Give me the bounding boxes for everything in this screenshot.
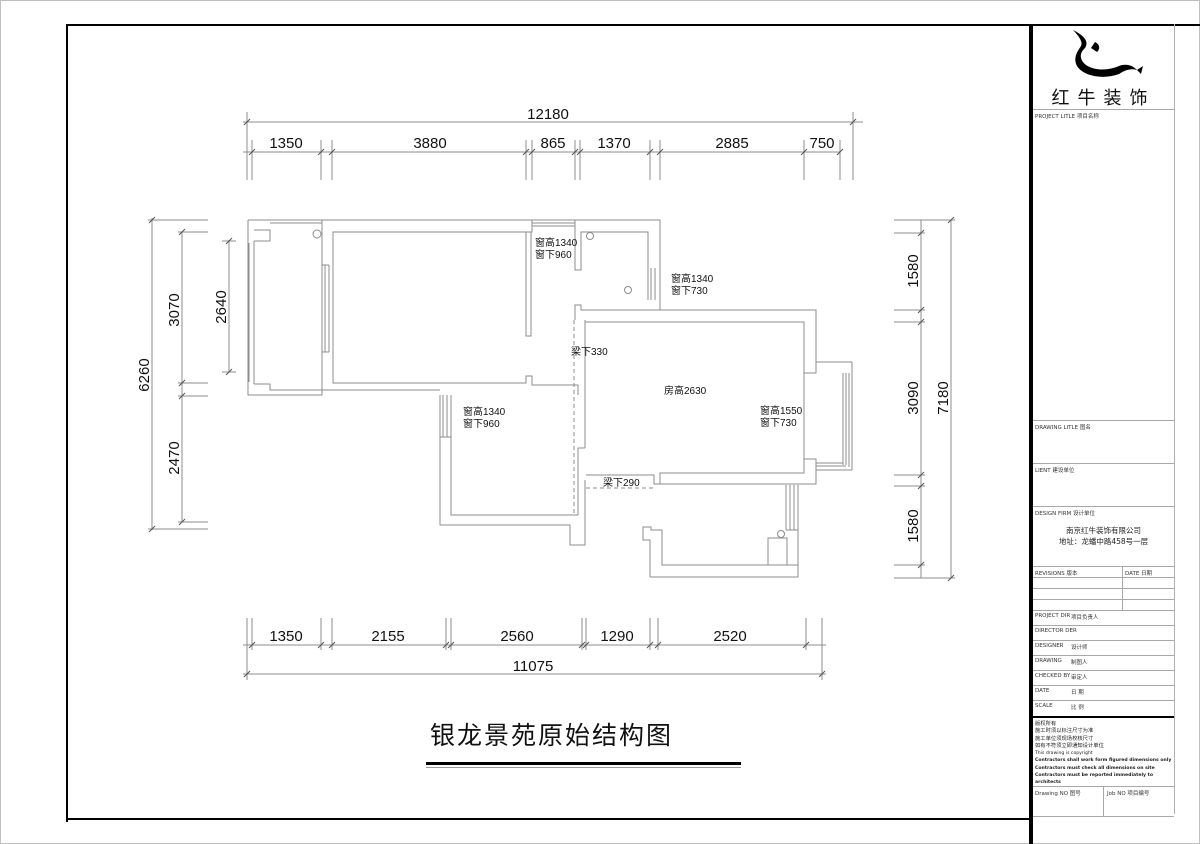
dim-bottom-1: 1350	[269, 628, 302, 645]
designer-value: 设计师	[1071, 645, 1088, 651]
drawing-value: 制图人	[1071, 660, 1088, 666]
copyright-line: Contractors must be reported immediately…	[1035, 773, 1153, 786]
dim-top-2: 3880	[413, 135, 446, 152]
title-block-right-border	[1174, 24, 1175, 814]
copyright-notice: 版权所有 施工时须以标注尺寸为准 施工单位须现场校核尺寸 如有不符须立即通知设计…	[1033, 718, 1174, 786]
dim-top-3: 865	[540, 135, 565, 152]
dim-bottom-3: 2560	[500, 628, 533, 645]
scale-label: SCALE	[1035, 703, 1053, 709]
copyright-line: 施工单位须现场校核尺寸	[1035, 735, 1094, 742]
firm-address: 地址：龙蟠中路458号一层	[1058, 537, 1149, 546]
floor-plan: 12180 1350 3880 865 1370 2885 750 1350 2…	[136, 106, 955, 680]
dim-right-total: 7180	[935, 381, 952, 414]
company-logo: 红牛装饰	[1033, 26, 1174, 109]
scale-row: SCALE 比 例	[1033, 700, 1174, 716]
project-title-row: PROJECT LITLE 项目名称	[1033, 109, 1174, 428]
window-4-sill-label: 窗下730	[760, 416, 797, 429]
client-label: LIENT 建设单位	[1035, 468, 1075, 474]
revision-divider	[1122, 566, 1123, 610]
title-underline-thin	[426, 767, 741, 768]
title-block-bottom	[1033, 816, 1174, 817]
director-row: DIRECTOR DER	[1033, 625, 1174, 641]
title-block: 红牛装饰 PROJECT LITLE 项目名称 DRAWING LITLE 图名…	[1033, 26, 1174, 817]
director-label: DIRECTOR DER	[1035, 628, 1077, 634]
dim-top-6: 750	[809, 135, 834, 152]
design-firm-label: DESIGN FIRM 设计单位	[1035, 511, 1096, 517]
designer-row: DESIGNER 设计师	[1033, 640, 1174, 656]
copyright-line: Contractors must check all dimensions on…	[1035, 765, 1155, 771]
revisions-header-row: REVISIONS 版本 DATE 日期	[1033, 566, 1174, 578]
title-block-divider	[1033, 716, 1174, 718]
dim-bottom-2: 2155	[371, 628, 404, 645]
title-block-border	[1029, 24, 1033, 844]
revision-row	[1033, 599, 1174, 611]
checked-by-row: CHECKED BY 审定人	[1033, 670, 1174, 686]
drawing-row: DRAWING 制图人	[1033, 655, 1174, 671]
window-1-height-label: 窗高1340	[535, 236, 578, 249]
job-no-label: Job NO 项目编号	[1107, 791, 1150, 797]
date-column-label: DATE 日期	[1125, 571, 1153, 577]
designer-label: DESIGNER	[1035, 643, 1064, 649]
date-label: DATE	[1035, 688, 1050, 694]
revision-row	[1033, 577, 1174, 589]
dim-bottom-5: 2520	[713, 628, 746, 645]
copyright-line: This drawing is copyright	[1035, 751, 1093, 757]
brand-name: 红牛装饰	[1051, 88, 1156, 109]
drawing-no-label: Drawing NO 图号	[1035, 791, 1081, 797]
dim-bottom-4: 1290	[600, 628, 633, 645]
room-height-label: 房高2630	[664, 384, 707, 397]
copyright-line: 施工时须以标注尺寸为准	[1035, 728, 1094, 735]
dim-top-total: 12180	[527, 106, 569, 123]
dim-left-lower: 2470	[166, 441, 183, 474]
window-1-sill-label: 窗下960	[535, 248, 572, 261]
dim-top-5: 2885	[715, 135, 748, 152]
dim-right-1: 1580	[905, 254, 922, 287]
drawing-title-row: DRAWING LITLE 图名	[1033, 420, 1174, 464]
design-firm-row: DESIGN FIRM 设计单位 南京红牛装饰有限公司 地址：龙蟠中路458号一…	[1033, 506, 1174, 567]
copyright-line: Contractors shall work form figured dime…	[1035, 758, 1172, 764]
project-dir-value: 项目负责人	[1071, 615, 1099, 621]
drawing-title-label: DRAWING LITLE 图名	[1035, 425, 1091, 431]
bull-horn-logo-icon	[1073, 30, 1143, 77]
drawing-frame-bottom	[66, 818, 1032, 820]
window-2-sill-label: 窗下730	[671, 284, 708, 297]
dim-bottom-total: 11075	[513, 658, 554, 675]
project-title-label: PROJECT LITLE 项目名称	[1035, 114, 1099, 120]
checked-by-label: CHECKED BY	[1035, 673, 1071, 679]
window-4-height-label: 窗高1550	[760, 404, 803, 417]
dim-left-inner: 2640	[213, 290, 230, 323]
revision-row	[1033, 588, 1174, 600]
title-underline	[426, 762, 741, 765]
project-dir-label: PROJECT DIR	[1035, 613, 1071, 619]
drawing-label: DRAWING	[1035, 658, 1062, 664]
dim-top-4: 1370	[597, 135, 630, 152]
drawing-title: 银龙景苑原始结构图	[430, 721, 674, 750]
copyright-line: 版权所有	[1035, 721, 1057, 727]
window-3-height-label: 窗高1340	[463, 405, 506, 418]
scale-value: 比 例	[1071, 705, 1084, 711]
drawing-no-divider	[1103, 786, 1104, 816]
beam-1-label: 梁下330	[571, 345, 608, 358]
window-3-sill-label: 窗下960	[463, 417, 500, 430]
date-value: 日 期	[1071, 690, 1084, 696]
copyright-line: 如有不符须立即通知设计单位	[1035, 742, 1104, 749]
dim-right-2: 3090	[905, 381, 922, 414]
firm-name: 南京红牛装饰有限公司	[1066, 526, 1141, 535]
beam-2-label: 梁下290	[603, 476, 640, 489]
dim-left-upper: 3070	[166, 293, 183, 326]
revisions-label: REVISIONS 版本	[1035, 571, 1078, 577]
date-row: DATE 日 期	[1033, 685, 1174, 701]
dim-right-3: 1580	[905, 509, 922, 542]
dim-left-total: 6260	[136, 358, 153, 391]
drawing-frame	[66, 24, 1200, 822]
project-dir-row: PROJECT DIR 项目负责人	[1033, 610, 1174, 626]
window-2-height-label: 窗高1340	[671, 272, 714, 285]
client-row: LIENT 建设单位	[1033, 463, 1174, 507]
checked-by-value: 审定人	[1071, 675, 1088, 681]
dim-top-1: 1350	[269, 135, 302, 152]
